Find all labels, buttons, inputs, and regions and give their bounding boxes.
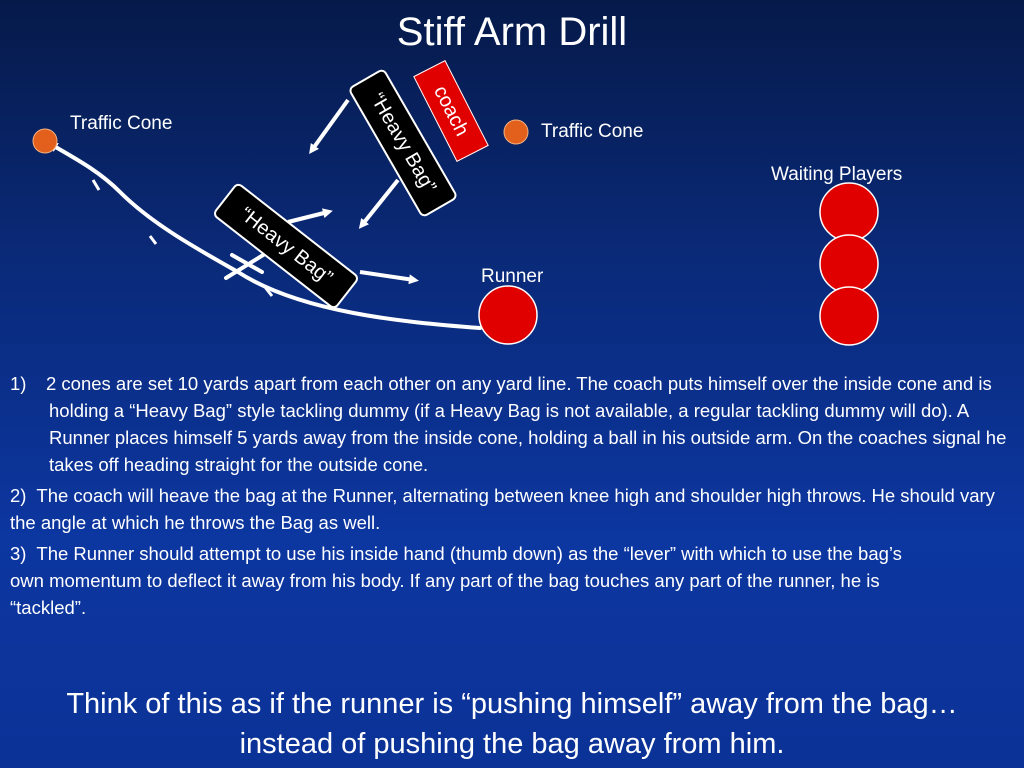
traffic-cone-right — [503, 119, 529, 145]
instruction-text: 2 cones are set 10 yards apart from each… — [46, 373, 1007, 475]
throw-arrow — [358, 178, 400, 229]
waiting-players-label: Waiting Players — [771, 164, 903, 185]
deflect-arrow — [359, 270, 419, 285]
callout-text: Think of this as if the runner is “pushi… — [66, 688, 958, 760]
runner-label: Runner — [481, 266, 544, 287]
path-tick — [263, 286, 274, 297]
traffic-cone-right-label: Traffic Cone — [541, 121, 644, 142]
path-tick — [148, 235, 158, 245]
instruction-number: 2) — [10, 485, 27, 506]
instruction-number: 1) — [10, 373, 27, 394]
instruction-item: 2) The coach will heave the bag at the R… — [10, 482, 1010, 536]
waiting-player — [819, 286, 879, 346]
slide-title: Stiff Arm Drill — [396, 10, 628, 54]
instruction-item: 1) 2 cones are set 10 yards apart from ea… — [10, 370, 1010, 478]
instruction-number: 3) — [10, 543, 27, 564]
traffic-cone-left-label: Traffic Cone — [70, 113, 173, 134]
waiting-player — [819, 182, 879, 242]
instruction-item: 3) The Runner should attempt to use his … — [10, 540, 910, 621]
instruction-text: The Runner should attempt to use his ins… — [10, 543, 902, 618]
runner-path-line — [47, 142, 482, 330]
waiting-player — [819, 234, 879, 294]
instruction-text: The coach will heave the bag at the Runn… — [10, 485, 995, 533]
stiff-arm-line — [230, 253, 264, 274]
path-tick — [91, 179, 101, 191]
instructions-list: 1) 2 cones are set 10 yards apart from ea… — [10, 370, 1010, 625]
drill-diagram — [32, 98, 879, 346]
deflect-arrow — [287, 208, 333, 224]
traffic-cone-left — [32, 128, 58, 154]
throw-arrow — [309, 98, 350, 155]
runner-player — [478, 285, 538, 345]
